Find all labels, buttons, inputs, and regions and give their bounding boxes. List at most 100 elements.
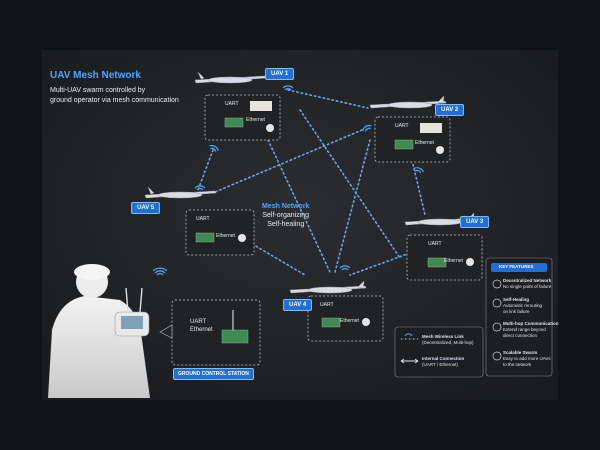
uav2-uart-label: UART	[395, 123, 409, 129]
features-title: KEY FEATURES	[499, 264, 534, 269]
feature-self-healing-desc1: Automatic rerouting	[503, 303, 543, 308]
subtitle-line-1: Multi-UAV swarm controlled by	[50, 87, 146, 94]
uav2-ethernet-label: Ethernet	[415, 140, 434, 146]
operator-figure	[48, 264, 150, 398]
controller-screen	[121, 316, 143, 329]
uav4-tag: UAV 4	[283, 299, 313, 311]
link-uav2-uav4	[334, 139, 371, 273]
wifi-icon-uav2	[362, 124, 372, 132]
scalable-swarm-icon	[492, 351, 502, 361]
wifi-icon-uav3	[413, 167, 424, 174]
uav1-drone	[194, 71, 267, 84]
legend-box	[394, 326, 484, 378]
legend-mesh-title: Mesh Wireless Link	[422, 334, 464, 339]
gcs-bubble-pointer	[159, 324, 173, 339]
operator-cap	[74, 264, 110, 280]
uav4-ethernet-label: Ethernet	[340, 318, 359, 324]
uav3-ethernet-label: Ethernet	[444, 258, 463, 264]
decentralized-icon	[492, 279, 502, 289]
feature-decentralized: Decentralized Network No single point of…	[503, 278, 551, 290]
mesh-line-1: Self-organizing	[262, 212, 310, 219]
legend-internal-sub: (UART / Ethernet)	[422, 362, 458, 367]
controller-antenna-right	[139, 287, 143, 313]
subtitle-line-2: ground operator via mesh communication	[50, 97, 179, 104]
uav1-ethernet-label: Ethernet	[246, 117, 265, 123]
feature-scalable-desc1: Easy to add more UAVs	[503, 356, 551, 361]
legend-mesh-sub: (Decentralized, Multi-hop)	[422, 340, 474, 345]
gcs-title-tag: GROUND CONTROL STATION	[173, 368, 254, 380]
uav1-uart-label: UART	[225, 101, 239, 107]
uav4-gps-icon	[362, 318, 370, 326]
mesh-network-label: Mesh Network Self-organizing Self-healin…	[262, 202, 309, 229]
uav5-equipment-box	[185, 209, 255, 256]
link-uav2-uav5	[214, 129, 363, 193]
features-title-bg	[491, 263, 547, 272]
uav4-module-icon	[321, 317, 341, 328]
gcs-uart-label: UART	[190, 319, 207, 325]
feature-multi-hop: Multi-hop Communication Extend range bey…	[503, 321, 559, 339]
uav3-uart-label: UART	[428, 241, 442, 247]
mesh-line-2: Self-healing	[267, 221, 305, 228]
uav-drones	[144, 71, 477, 294]
feature-scalable-desc2: to the network	[503, 362, 532, 367]
uav2-drone	[369, 95, 447, 109]
uav5-module-icon	[195, 232, 215, 243]
uav1-module-icon	[224, 117, 244, 128]
uav2-tag: UAV 2	[435, 104, 465, 116]
uav5-tag: UAV 5	[131, 202, 161, 214]
feature-multi-hop-title: Multi-hop Communication	[503, 321, 559, 326]
self-healing-icon	[492, 298, 502, 308]
feature-self-healing-desc2: on link failure	[503, 309, 530, 314]
wifi-icon-uav1b	[209, 144, 219, 152]
feature-scalable: Scalable Swarm Easy to add more UAVs to …	[503, 350, 551, 368]
link-uav3-uav4	[349, 249, 419, 276]
uav2-router-icon	[420, 123, 442, 133]
controller-antenna-left	[125, 287, 129, 313]
features-box	[485, 257, 553, 377]
equipment-boxes	[171, 94, 483, 366]
uav2-module-icon	[394, 139, 414, 150]
uav1-router-icon	[250, 101, 272, 111]
wifi-icon-operator	[152, 267, 168, 276]
uav4-uart-label: UART	[320, 302, 334, 308]
uav4-equipment-box	[307, 295, 384, 342]
feature-scalable-title: Scalable Swarm	[503, 350, 538, 355]
page-subtitle: Multi-UAV swarm controlled by ground ope…	[50, 86, 179, 106]
uav1-tag: UAV 1	[265, 68, 295, 80]
feature-multi-hop-desc1: Extend range beyond	[503, 327, 546, 332]
modules	[195, 101, 474, 344]
uav5-ethernet-label: Ethernet	[216, 233, 235, 239]
mesh-title: Mesh Network	[262, 203, 310, 210]
link-uav1-uav5	[197, 149, 214, 191]
wifi-icon-uav1	[282, 85, 294, 91]
wifi-icon-uav4	[339, 265, 351, 271]
uav5-drone	[144, 186, 217, 199]
legend-mesh-text: Mesh Wireless Link (Decentralized, Multi…	[422, 334, 474, 346]
page-title: UAV Mesh Network	[50, 70, 141, 81]
uav3-equipment-box	[406, 234, 483, 281]
feature-self-healing: Self-Healing Automatic rerouting on link…	[503, 297, 542, 315]
gcs-ethernet-label: Ethernet	[190, 327, 213, 333]
gcs-labels: UART Ethernet	[190, 318, 213, 334]
feature-decentralized-title: Decentralized Network	[503, 278, 552, 283]
uav5-gps-icon	[238, 234, 246, 242]
link-uav1-uav4	[267, 139, 331, 273]
feature-multi-hop-desc2: direct connection	[503, 333, 538, 338]
legend-wifi-icon	[404, 333, 413, 337]
wifi-icon-uav5	[194, 185, 206, 191]
gcs-module-icon	[221, 329, 249, 344]
link-uav2-uav3	[411, 159, 426, 216]
link-uav1-uav2	[287, 89, 369, 109]
legend-arrow-icon	[400, 358, 419, 364]
wifi-signals	[152, 85, 424, 276]
uav1-gps-icon	[266, 124, 274, 132]
multi-hop-icon	[492, 322, 502, 332]
uav5-uart-label: UART	[196, 216, 210, 222]
uav3-gps-icon	[466, 258, 474, 266]
feature-decentralized-desc: No single point of failure	[503, 284, 552, 289]
gcs-equipment-box	[171, 299, 261, 366]
uav4-drone	[289, 280, 367, 294]
uav3-module-icon	[427, 257, 447, 268]
legend-internal-text: Internal Connection (UART / Ethernet)	[422, 356, 464, 368]
uav2-gps-icon	[436, 146, 444, 154]
